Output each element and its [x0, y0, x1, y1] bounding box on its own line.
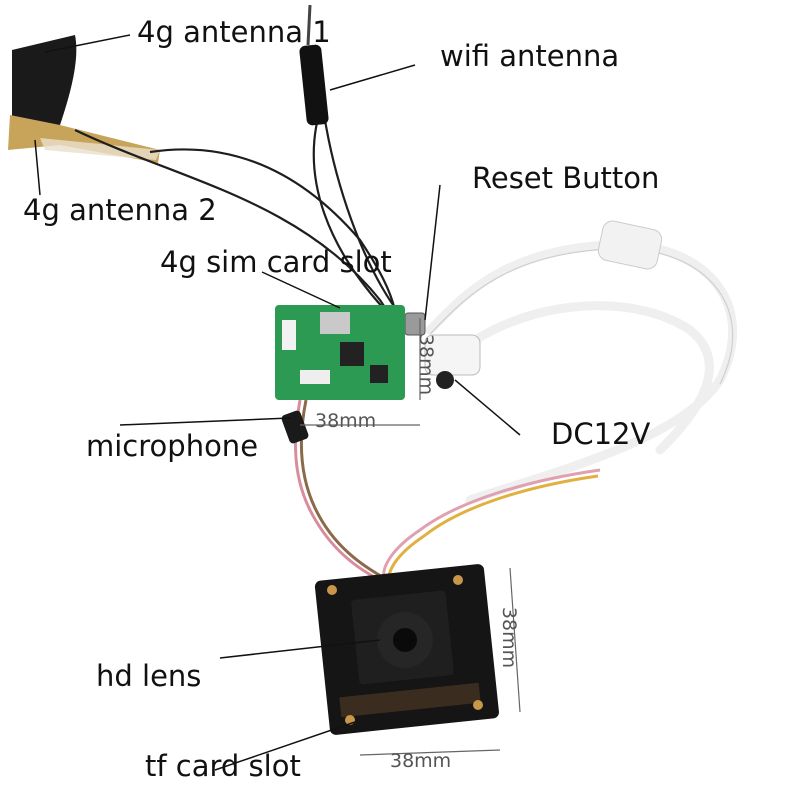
label-hd-lens: hd lens — [96, 659, 202, 693]
dimension-top-board-width: 38mm — [315, 410, 377, 432]
antenna-cables — [74, 109, 399, 319]
dimension-top-board-height: 38mm — [415, 333, 438, 396]
dimension-camera-board-height: 38mm — [498, 606, 521, 669]
dc-power-cable — [425, 240, 738, 505]
reset-button-body — [404, 312, 426, 336]
label-sim-card-slot: 4g sim card slot — [160, 245, 392, 279]
label-dc12v: DC12V — [551, 417, 651, 451]
label-tf-card-slot: tf card slot — [145, 749, 301, 783]
label-wifi-antenna: wifi antenna — [440, 39, 620, 73]
label-reset-button: Reset Button — [472, 161, 660, 195]
wifi-antenna-whip — [299, 4, 329, 126]
microphone-module — [281, 410, 309, 444]
cable-ferrite — [597, 220, 663, 270]
dimension-camera-board-width: 38mm — [390, 750, 452, 772]
flex-antenna-1 — [8, 35, 160, 163]
main-board — [275, 305, 405, 400]
label-microphone: microphone — [86, 429, 259, 463]
label-4g-antenna-2: 4g antenna 2 — [23, 193, 217, 227]
pointer-lines — [34, 34, 521, 771]
dc-jack — [424, 334, 481, 389]
label-4g-antenna-1: 4g antenna 1 — [137, 15, 331, 49]
camera-board — [314, 564, 499, 735]
dimension-lines — [300, 318, 521, 756]
